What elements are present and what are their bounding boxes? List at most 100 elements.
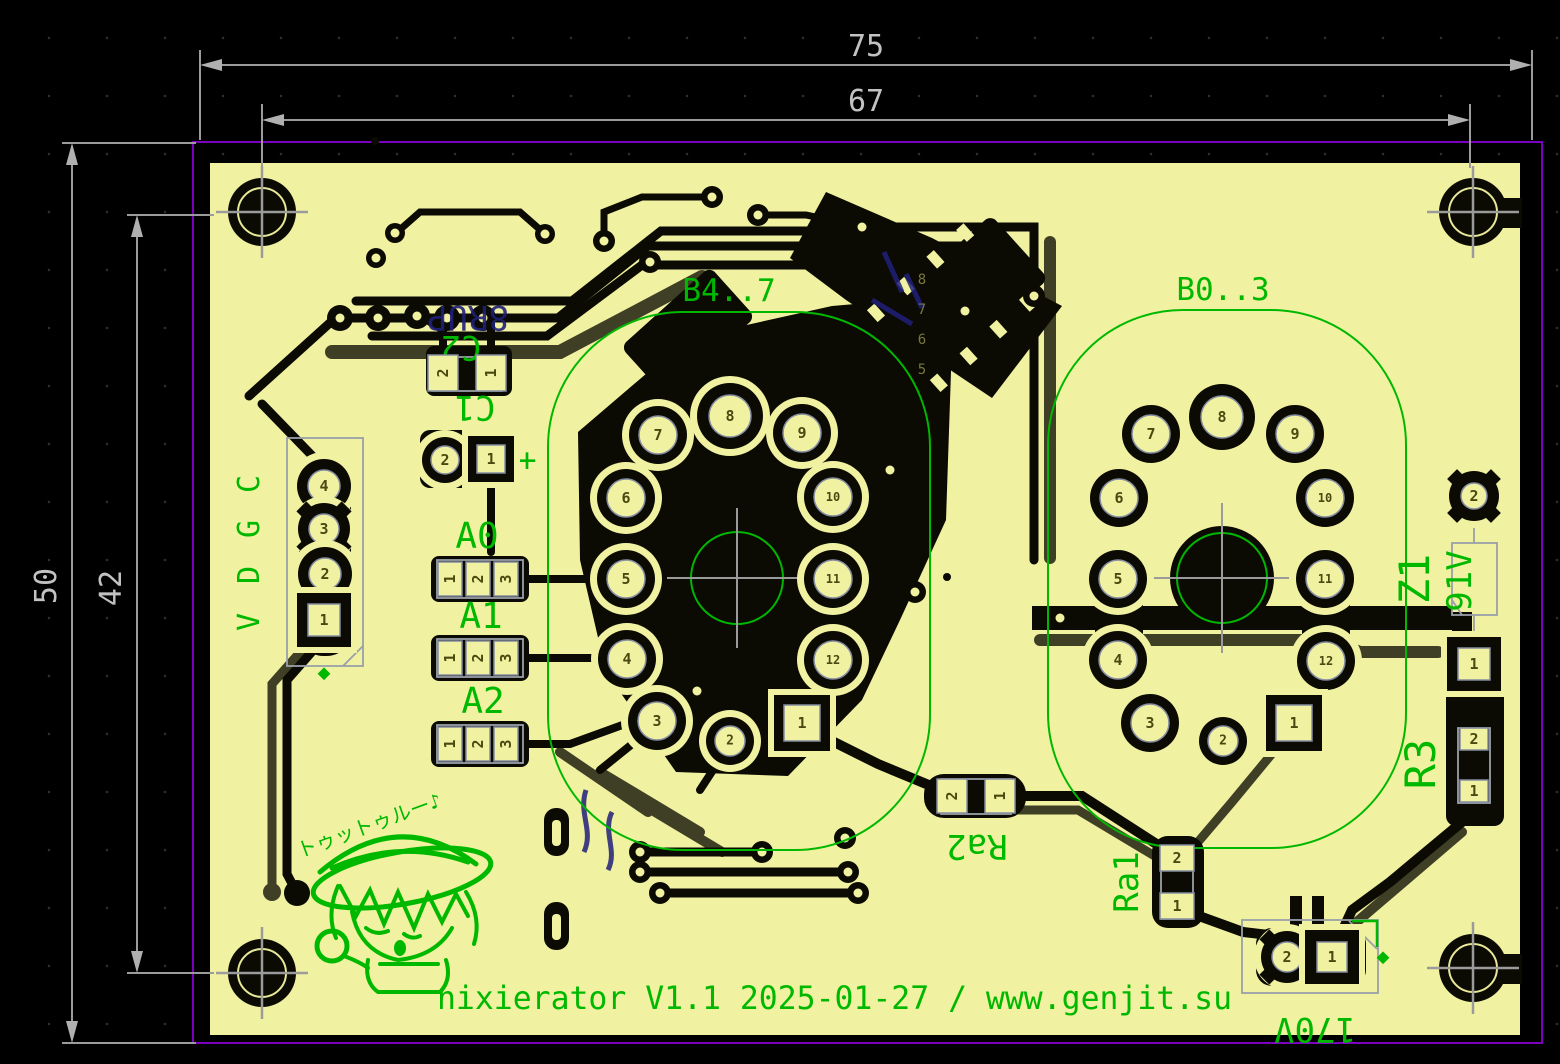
label-ra2: Ra2 xyxy=(946,826,1007,866)
pad-number: 2 xyxy=(1469,487,1478,505)
pad-ra2-1: 1 xyxy=(984,778,1016,814)
pad-a0-2: 2 xyxy=(465,561,491,597)
pad-a1-1: 1 xyxy=(437,640,463,676)
ic-pin-number: 5 xyxy=(918,362,926,378)
pad-tube-left-11: 11 xyxy=(797,543,869,615)
hv-corner-mark xyxy=(1352,919,1379,947)
pad-number: 2 xyxy=(320,565,329,583)
pad-a2-1: 1 xyxy=(437,726,463,762)
mounting-hole-top-left xyxy=(216,166,308,258)
pad-number: 1 xyxy=(319,611,328,629)
board-edge-cuts xyxy=(192,141,1543,1044)
pad-r3-1: 1 xyxy=(1459,779,1489,803)
pad-number: 9 xyxy=(1290,425,1299,443)
label-a1: A1 xyxy=(459,596,502,637)
pad-number: 3 xyxy=(652,712,661,730)
pad-number: 8 xyxy=(725,407,734,425)
silkscreen-bottom: 8RUP xyxy=(427,250,925,872)
net-letter-c: C xyxy=(232,475,267,493)
label-ra1: Ra1 xyxy=(1107,851,1147,912)
pad-number: 5 xyxy=(1113,570,1122,588)
pad-tube-right-8: 8 xyxy=(1182,377,1262,457)
pad-number: 6 xyxy=(1114,489,1123,507)
pad-c1-2: 2 xyxy=(415,430,475,490)
dim-outer-height: 50 xyxy=(29,568,64,604)
pad-tube-left-12: 12 xyxy=(797,624,869,696)
pad-a0-3: 3 xyxy=(493,561,519,597)
pad-number: 1 xyxy=(1469,655,1478,673)
dim-inner-height: 42 xyxy=(94,570,129,606)
mounting-holes xyxy=(216,166,1519,1019)
chibi-mascot-art xyxy=(310,834,494,994)
mounting-hole-top-right xyxy=(1427,166,1519,258)
pad-c2-1: 1 xyxy=(475,354,507,392)
pad-ra1-2: 2 xyxy=(1159,844,1195,872)
bottom-silk-marks xyxy=(581,250,925,872)
pad-vdgc-1: 1 xyxy=(291,587,357,653)
pad-number: 4 xyxy=(622,650,631,668)
mounting-hole-bottom-left xyxy=(216,927,308,1019)
dimension-arrowheads xyxy=(66,59,1532,1043)
ic-pin-number: 8 xyxy=(918,272,926,288)
label-170v: 170V xyxy=(1274,1009,1356,1049)
pad-tube-right-3: 3 xyxy=(1114,687,1186,759)
pad-tube-right-2: 2 xyxy=(1192,710,1254,772)
pad-a1-2: 2 xyxy=(465,640,491,676)
label-r3: R3 xyxy=(1396,739,1445,790)
net-letter-g: G xyxy=(232,520,267,538)
pad-number: 8 xyxy=(1217,408,1226,426)
label-z1: Z1 xyxy=(1390,554,1439,605)
pad-number: 3 xyxy=(497,574,515,583)
pad-ra1-1: 1 xyxy=(1159,892,1195,920)
pad-z1-2: 2 xyxy=(1442,464,1506,528)
pad-number: 1 xyxy=(441,739,459,748)
label-c1: C1 xyxy=(455,387,496,427)
pad-number: 1 xyxy=(486,450,495,468)
pad-number: 2 xyxy=(469,653,487,662)
pad-number: 2 xyxy=(434,368,452,377)
pad-number: 2 xyxy=(440,451,449,469)
ic-pin-number: 6 xyxy=(918,332,926,348)
pad-c1-1: 1 xyxy=(462,430,520,488)
ic2-footprint xyxy=(623,269,753,395)
pad-number: 3 xyxy=(497,739,515,748)
pad-number: 11 xyxy=(826,572,840,586)
label-c1-plus: + xyxy=(517,441,536,479)
pad-c2-2: 2 xyxy=(427,354,459,392)
pad-r3-2: 2 xyxy=(1459,727,1489,751)
pad-tube-right-5: 5 xyxy=(1082,543,1154,615)
pad-number: 9 xyxy=(797,424,806,442)
pad-tube-left-1: 1 xyxy=(768,689,836,757)
pad-tube-left-6: 6 xyxy=(590,462,662,534)
center-crosshairs xyxy=(667,503,1297,653)
pad-number: 2 xyxy=(1469,730,1478,748)
pad-tube-right-7: 7 xyxy=(1115,398,1187,470)
bottom-silk-mirrored-text: 8RUP xyxy=(427,297,509,337)
pad-number: 11 xyxy=(1318,572,1332,586)
pad-tube-right-12: 12 xyxy=(1290,625,1362,697)
pad-a2-3: 3 xyxy=(493,726,519,762)
tube-left-outline xyxy=(547,311,931,851)
silk-diamonds xyxy=(317,667,1390,965)
mounting-hole-bottom-right xyxy=(1427,922,1519,1014)
pad-number: 2 xyxy=(726,734,734,749)
pad-number: 4 xyxy=(319,477,328,495)
pad-tube-left-8: 8 xyxy=(690,376,770,456)
pad-number: 2 xyxy=(943,791,961,800)
pad-number: 10 xyxy=(1318,491,1332,505)
ic-pin-number: 7 xyxy=(918,302,926,318)
pad-ra2-2: 2 xyxy=(936,778,968,814)
pad-hv-1: 1 xyxy=(1299,924,1365,990)
pad-number: 2 xyxy=(469,574,487,583)
pad-tube-left-5: 5 xyxy=(590,543,662,615)
pad-number: 2 xyxy=(1219,734,1227,749)
pad-number: 4 xyxy=(1113,651,1122,669)
pad-number: 1 xyxy=(1327,948,1336,966)
dim-outer-width: 75 xyxy=(848,29,884,64)
net-letter-d: D xyxy=(232,566,267,584)
pad-tube-left-4: 4 xyxy=(591,623,663,695)
pad-number: 3 xyxy=(1145,714,1154,732)
